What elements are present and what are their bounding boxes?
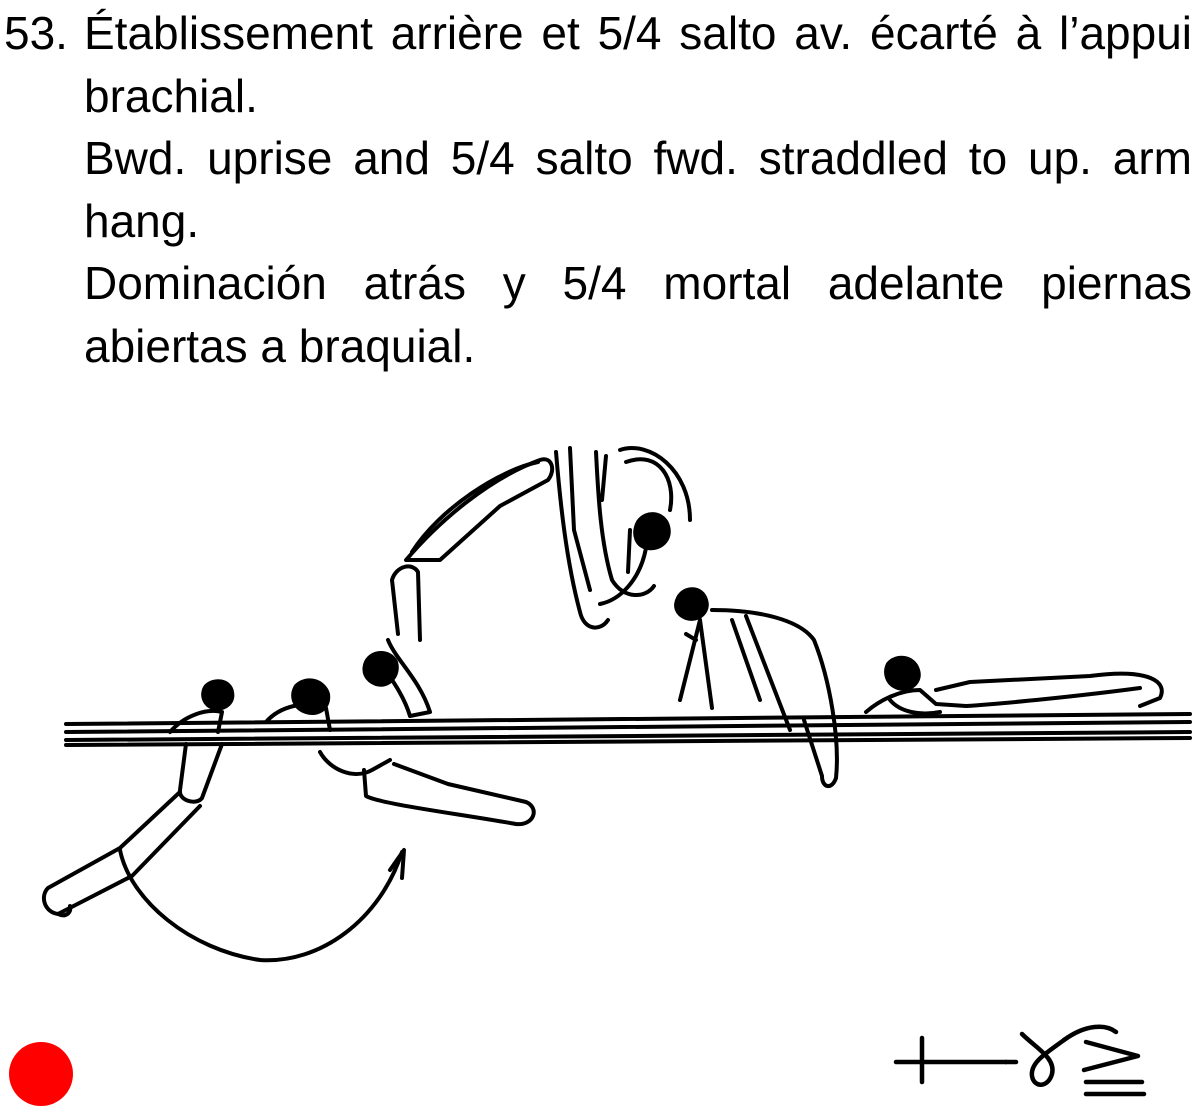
element-description: Établissement arrière et 5/4 salto av. é… [84, 2, 1192, 377]
red-dot-icon [9, 1042, 73, 1106]
description-french: Établissement arrière et 5/4 salto av. é… [84, 7, 1192, 122]
gymnast-figure-2 [264, 678, 536, 827]
element-symbol-notation [893, 1024, 1147, 1097]
description-english: Bwd. uprise and 5/4 salto fwd. straddled… [84, 132, 1192, 247]
element-number: 53. [4, 7, 68, 59]
description-spanish: Dominación atrás y 5/4 mortal adelante p… [84, 257, 1192, 372]
gymnast-figure-4 [554, 446, 692, 630]
gymnast-illustration [41, 446, 1192, 963]
gymnast-figure-6 [864, 655, 1164, 716]
parallel-bars [64, 712, 1192, 747]
gymnast-figure-3 [362, 457, 555, 718]
gymnast-figure-1 [41, 679, 406, 963]
gymnast-figure-5 [674, 587, 839, 788]
